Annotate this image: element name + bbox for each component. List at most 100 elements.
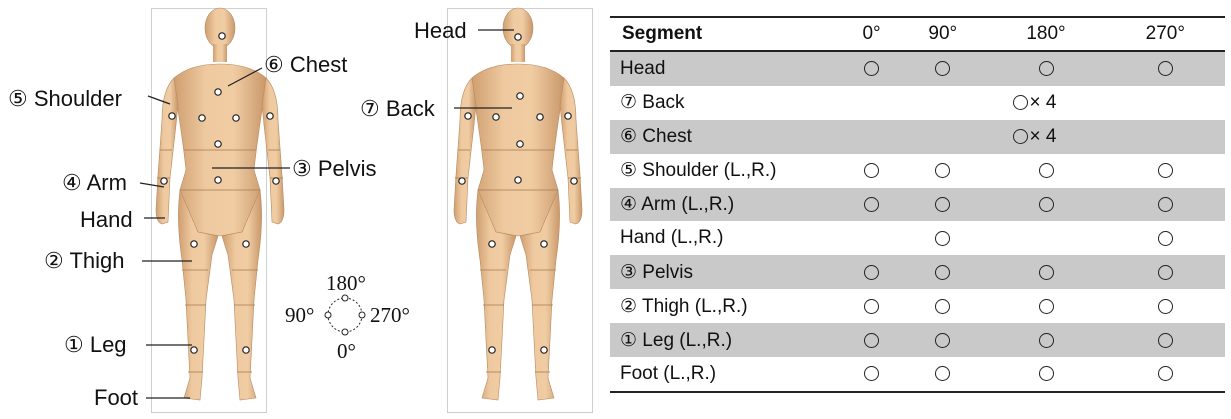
measured-mark-icon — [1039, 163, 1054, 178]
measured-mark-icon — [1039, 61, 1054, 76]
sensor-leg-left-back — [489, 347, 495, 353]
segment-name: ④ Arm (L.,R.) — [610, 188, 844, 222]
label-shoulder: ⑤ Shoulder — [8, 86, 122, 111]
angle-cell — [986, 51, 1105, 86]
label-hand: Hand — [80, 207, 133, 232]
sensor-thigh-left — [191, 241, 197, 247]
angle-cell — [1106, 357, 1225, 392]
sensor-shoulder-left-back — [465, 113, 471, 119]
sensor-arm-right — [273, 178, 279, 184]
angle-cell — [899, 221, 986, 255]
all-angles-cell: × 4 — [844, 120, 1225, 154]
angle-cell — [986, 221, 1105, 255]
header-angle-180: 180° — [986, 17, 1105, 51]
measured-mark-icon — [1013, 129, 1028, 144]
header-angle-90: 90° — [899, 17, 986, 51]
angle-cell — [1106, 51, 1225, 86]
measured-mark-icon — [864, 61, 879, 76]
table-row: ④ Arm (L.,R.) — [610, 188, 1225, 222]
angle-cell — [844, 154, 899, 188]
angle-cell — [844, 289, 899, 323]
table-row: Foot (L.,R.) — [610, 357, 1225, 392]
sensor-chest-right — [233, 115, 239, 121]
sensor-arm-left — [161, 178, 167, 184]
angle-cell — [1106, 188, 1225, 222]
sensor-thigh-right-back — [541, 241, 547, 247]
measured-mark-icon — [1039, 299, 1054, 314]
measured-mark-icon — [864, 197, 879, 212]
measured-mark-icon — [1039, 333, 1054, 348]
measured-mark-icon — [864, 366, 879, 381]
measured-mark-icon — [1039, 366, 1054, 381]
angle-cell — [1106, 154, 1225, 188]
segment-name: ⑦ Back — [610, 86, 844, 120]
table-row: Hand (L.,R.) — [610, 221, 1225, 255]
sensor-thigh-left-back — [489, 241, 495, 247]
segment-name: Head — [610, 51, 844, 86]
sensor-back-1 — [517, 93, 523, 99]
label-foot: Foot — [94, 385, 138, 410]
segment-name: ⑥ Chest — [610, 120, 844, 154]
sensor-shoulder-right-back — [565, 113, 571, 119]
segment-name: ① Leg (L.,R.) — [610, 323, 844, 357]
measured-mark-icon — [935, 231, 950, 246]
measured-mark-icon — [1158, 265, 1173, 280]
measured-mark-icon — [1158, 299, 1173, 314]
angle-cell — [1106, 221, 1225, 255]
angle-cell — [899, 323, 986, 357]
measured-mark-icon — [864, 299, 879, 314]
label-back: ⑦ Back — [360, 96, 436, 121]
table-row: ⑥ Chest × 4 — [610, 120, 1225, 154]
measured-mark-icon — [1158, 333, 1173, 348]
angle-cell — [899, 289, 986, 323]
table-row: Head — [610, 51, 1225, 86]
measured-mark-icon — [1158, 231, 1173, 246]
repeat-count: × 4 — [1030, 92, 1057, 113]
sensor-back-4 — [517, 141, 523, 147]
angle-cell — [986, 154, 1105, 188]
angle-cell — [986, 188, 1105, 222]
segment-name: ② Thigh (L.,R.) — [610, 289, 844, 323]
measured-mark-icon — [935, 61, 950, 76]
table-row: ② Thigh (L.,R.) — [610, 289, 1225, 323]
angle-cell — [899, 154, 986, 188]
angle-cell — [899, 255, 986, 289]
sensor-arm-left-back — [459, 178, 465, 184]
sensor-pelvis — [215, 177, 221, 183]
measured-mark-icon — [935, 163, 950, 178]
orientation-indicator: 180° 90° 270° 0° — [285, 271, 410, 363]
repeat-count: × 4 — [1030, 126, 1057, 147]
angle-cell — [1106, 289, 1225, 323]
measured-mark-icon — [1158, 61, 1173, 76]
segment-name: ⑤ Shoulder (L.,R.) — [610, 154, 844, 188]
angle-0-label: 0° — [337, 339, 356, 363]
angle-cell — [844, 51, 899, 86]
sensor-pelvis-back — [515, 177, 521, 183]
all-angles-cell: × 4 — [844, 86, 1225, 120]
measured-mark-icon — [864, 163, 879, 178]
sensor-abdomen — [215, 141, 221, 147]
angle-cell — [986, 255, 1105, 289]
measured-mark-icon — [864, 333, 879, 348]
measured-mark-icon — [1158, 366, 1173, 381]
segment-measurement-table: Segment 0° 90° 180° 270° Head⑦ Back× 4⑥ … — [610, 16, 1225, 393]
angle-cell — [899, 188, 986, 222]
angle-cell — [844, 255, 899, 289]
measured-mark-icon — [1158, 197, 1173, 212]
label-pelvis: ③ Pelvis — [292, 156, 377, 181]
back-mannequin — [454, 8, 582, 400]
angle-cell — [986, 357, 1105, 392]
sensor-back-3 — [537, 114, 543, 120]
angle-cell — [844, 323, 899, 357]
angle-cell — [844, 221, 899, 255]
measured-mark-icon — [1013, 95, 1028, 110]
segment-name: ③ Pelvis — [610, 255, 844, 289]
measured-mark-icon — [935, 333, 950, 348]
table-row: ① Leg (L.,R.) — [610, 323, 1225, 357]
sensor-chest-left — [199, 115, 205, 121]
segment-name: Foot (L.,R.) — [610, 357, 844, 392]
angle-cell — [844, 357, 899, 392]
label-thigh: ② Thigh — [44, 248, 124, 273]
table-header-row: Segment 0° 90° 180° 270° — [610, 17, 1225, 51]
label-chest: ⑥ Chest — [264, 52, 347, 77]
